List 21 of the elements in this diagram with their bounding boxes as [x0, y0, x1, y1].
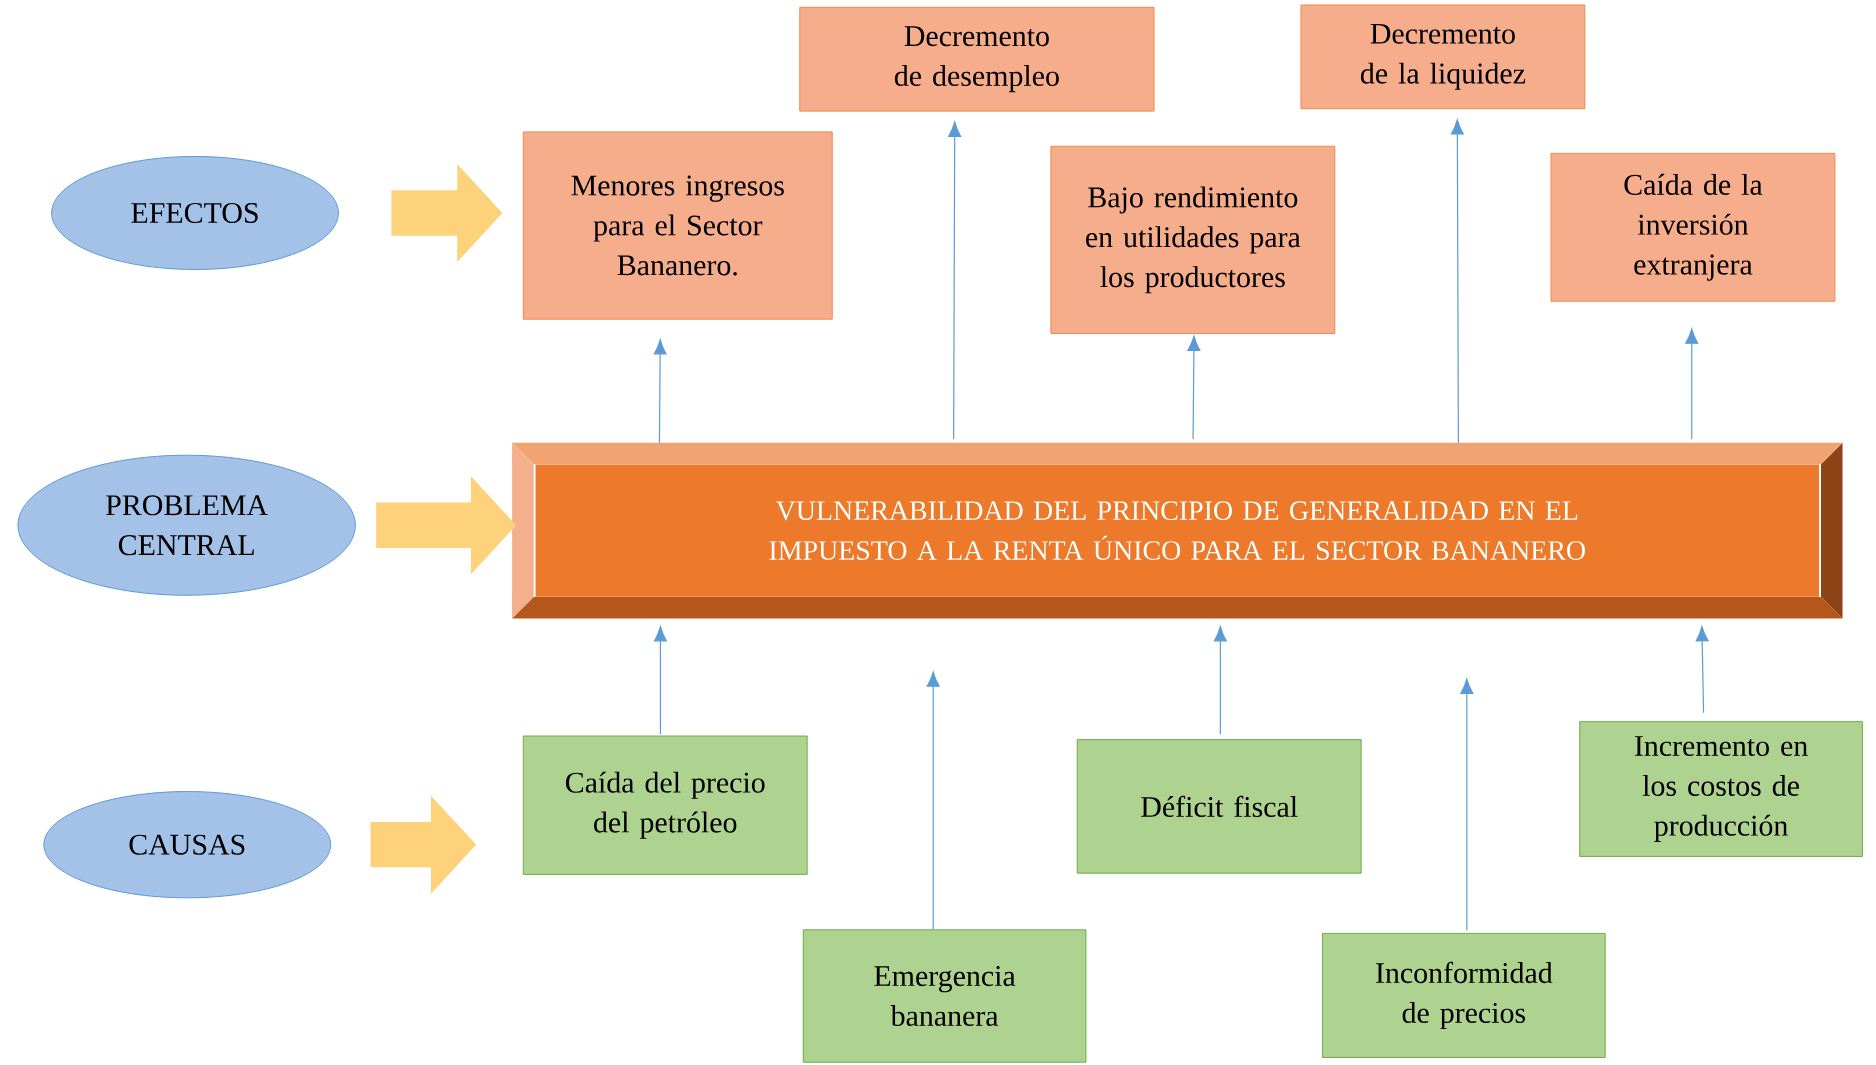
arrow [1213, 626, 1227, 735]
arrow [653, 339, 667, 444]
arrow [1695, 626, 1709, 714]
arrow [926, 671, 940, 930]
effect-box: Caída de la inversión extranjera [1550, 152, 1836, 302]
effect-box: Menores ingresos para el Sector Bananero. [522, 131, 833, 320]
effect-box: Decremento de desempleo [799, 6, 1155, 112]
arrow [1187, 335, 1201, 440]
cause-box: Caída del precio del petróleo [522, 735, 808, 875]
cause-box: Incremento en los costos de producción [1579, 721, 1863, 858]
central-problem-box: VULNERABILIDAD DEL PRINCIPIO DE GENERALIDAD EN EL IMPUESTO A LA RENTA ÚNICO PARA EL SECTOR BANANERO [512, 442, 1843, 619]
cause-box: Inconformidad de precios [1322, 933, 1606, 1059]
cause-box: Emergencia bananera [802, 929, 1087, 1063]
effect-box: Decremento de la liquidez [1300, 4, 1586, 110]
cause-box: Déficit fiscal [1076, 739, 1362, 874]
arrow [1450, 119, 1464, 444]
arrow [653, 626, 667, 735]
effect-box: Bajo rendimiento en utilidades para los productores [1050, 145, 1336, 335]
arrow [1460, 678, 1474, 932]
arrow [1685, 328, 1699, 440]
arrow [948, 121, 962, 440]
